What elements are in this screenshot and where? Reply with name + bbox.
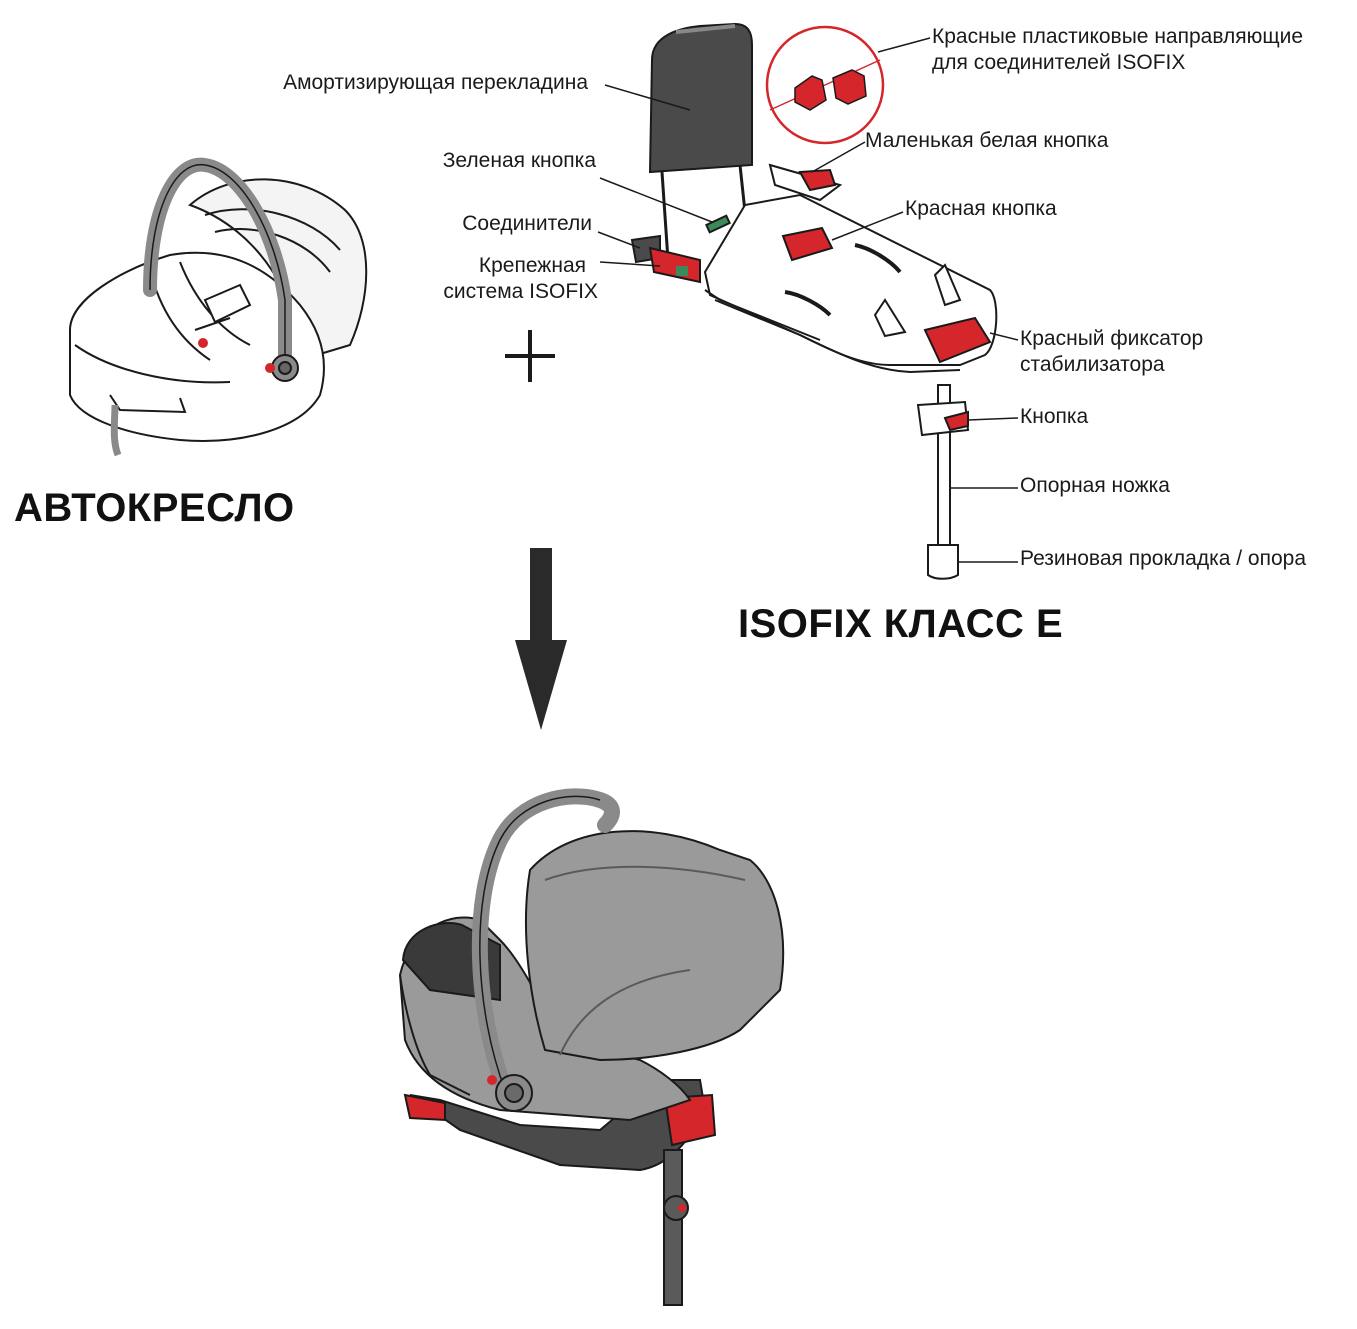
guides-magnifier	[765, 25, 885, 145]
arrow-down-icon	[515, 548, 567, 730]
label-isofix-system-line1: Крепежная	[478, 254, 586, 277]
label-red-guides-line1: Красные пластиковые направляющие	[932, 25, 1304, 48]
label-red-button: Красная кнопка	[905, 197, 1057, 220]
label-small-white-button: Маленькая белая кнопка	[865, 129, 1109, 152]
label-support-leg: Опорная ножка	[1020, 474, 1170, 497]
assembled-seat-illustration	[398, 788, 785, 1306]
label-green-button: Зеленая кнопка	[442, 149, 596, 172]
plus-icon	[505, 330, 555, 382]
label-stabilizer-lock-line2: стабилизатора	[1020, 353, 1165, 376]
label-stabilizer-lock-line1: Красный фиксатор	[1020, 327, 1204, 350]
car-seat-illustration	[69, 157, 368, 457]
title-isofix-class-e: ISOFIX КЛАСС Е	[738, 602, 1064, 646]
label-impact-bar: Амортизирующая перекладина	[283, 71, 588, 94]
title-car-seat: АВТОКРЕСЛО	[14, 486, 295, 530]
label-isofix-system-line2: система ISOFIX	[443, 280, 598, 303]
label-connectors: Соединители	[462, 212, 592, 235]
leader-lines	[597, 37, 1019, 563]
label-button: Кнопка	[1020, 405, 1089, 428]
label-rubber-pad: Резиновая прокладка / опора	[1020, 547, 1307, 570]
isofix-base-illustration	[630, 22, 998, 580]
label-red-guides-line2: для соединителей ISOFIX	[932, 51, 1186, 74]
